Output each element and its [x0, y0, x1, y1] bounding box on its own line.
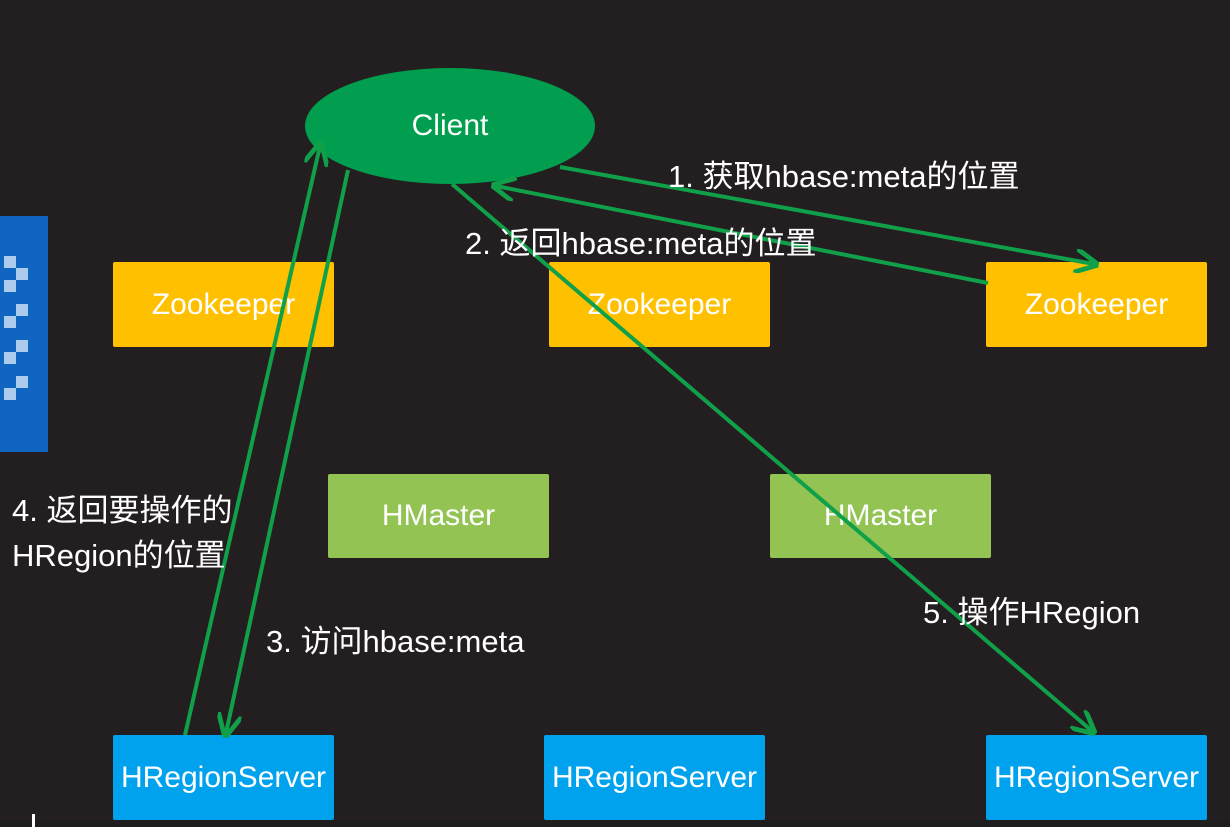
- thumbnail-pixel: [16, 340, 28, 352]
- thumbnail-pixel: [4, 316, 16, 328]
- regionserver-node: HRegionServer: [113, 735, 334, 820]
- step4-label-line1: 4. 返回要操作的: [12, 493, 233, 528]
- thumbnail-pixel: [16, 268, 28, 280]
- zookeeper-label: Zookeeper: [1024, 287, 1169, 321]
- bottom-bar: [0, 821, 1230, 827]
- zookeeper-node: Zookeeper: [549, 262, 770, 347]
- client-node: Client: [305, 68, 595, 184]
- thumbnail-pixel: [16, 304, 28, 316]
- step3-label: 3. 访问hbase:meta: [266, 624, 525, 659]
- thumbnail-pixel: [4, 280, 16, 292]
- thumbnail-pixel: [4, 352, 16, 364]
- regionserver-node: HRegionServer: [986, 735, 1207, 820]
- thumbnail-pixel: [16, 376, 28, 388]
- step1-label: 1. 获取hbase:meta的位置: [668, 159, 1020, 194]
- regionserver-label: HRegionServer: [993, 760, 1200, 794]
- regionserver-label: HRegionServer: [120, 760, 327, 794]
- regionserver-node: HRegionServer: [544, 735, 765, 820]
- hmaster-node: HMaster: [770, 474, 991, 558]
- zookeeper-label: Zookeeper: [587, 287, 732, 321]
- zookeeper-node: Zookeeper: [113, 262, 334, 347]
- thumbnail-pixel: [4, 256, 16, 268]
- hmaster-label: HMaster: [823, 499, 938, 533]
- thumbnail-pixel: [4, 388, 16, 400]
- client-label: Client: [411, 109, 489, 142]
- hmaster-label: HMaster: [381, 499, 496, 533]
- step2-label: 2. 返回hbase:meta的位置: [465, 226, 817, 261]
- zookeeper-label: Zookeeper: [151, 287, 296, 321]
- step5-label: 5. 操作HRegion: [923, 595, 1141, 630]
- hmaster-node: HMaster: [328, 474, 549, 558]
- step4-label-line2: HRegion的位置: [12, 538, 226, 573]
- text-cursor: [32, 814, 35, 827]
- regionserver-label: HRegionServer: [551, 760, 758, 794]
- zookeeper-node: Zookeeper: [986, 262, 1207, 347]
- side-thumbnail-panel[interactable]: [0, 216, 48, 452]
